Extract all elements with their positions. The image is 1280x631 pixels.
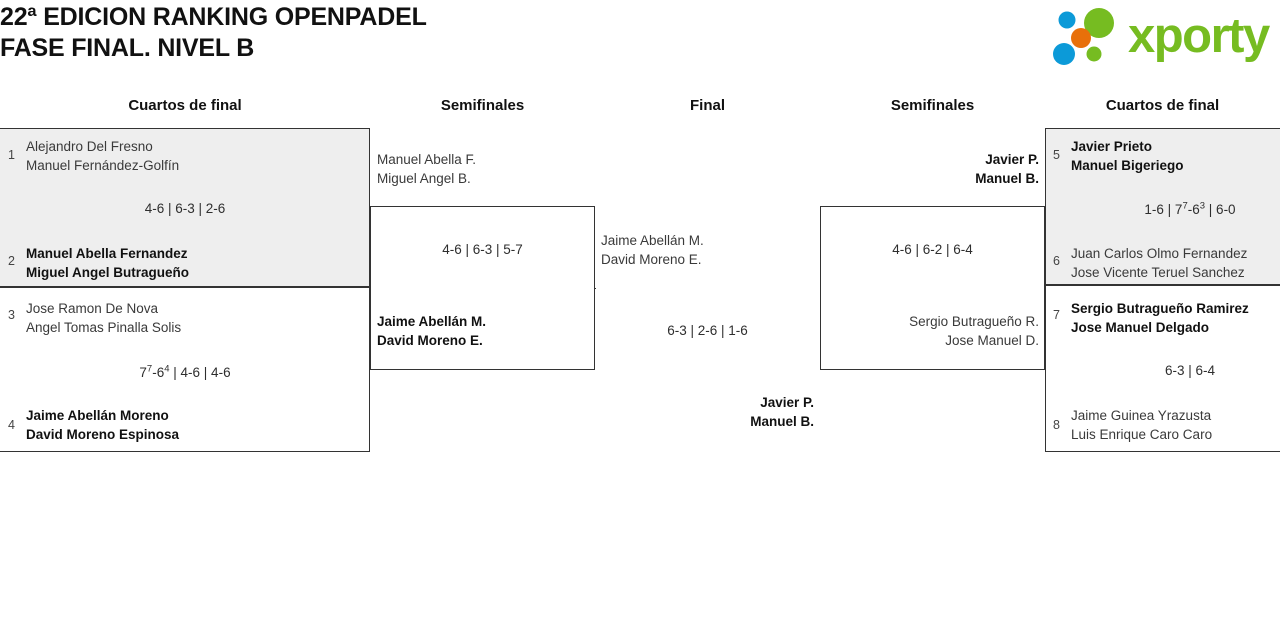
team-final-left[interactable]: Jaime Abellán M. David Moreno E. (601, 231, 704, 269)
team-line-2: Jose Vicente Teruel Sanchez (1071, 265, 1245, 280)
team-line-1: Sergio Butragueño R. (909, 314, 1039, 329)
score-qf3: 1-6 | 77-63 | 6-0 (1045, 201, 1280, 219)
team-qf2-top[interactable]: Jose Ramon De Nova Angel Tomas Pinalla S… (26, 299, 181, 337)
seed-qf2-top: 3 (8, 308, 15, 322)
team-qf3-top[interactable]: Javier Prieto Manuel Bigeriego (1071, 137, 1184, 175)
match-box-qf4[interactable] (1045, 285, 1280, 452)
score-qf1: 4-6 | 6-3 | 2-6 (144, 201, 226, 216)
score-tiebreak-2: 4 (164, 363, 170, 375)
team-sf-right-bottom[interactable]: Sergio Butragueño R. Jose Manuel D. (820, 312, 1039, 350)
logo-wordmark: xporty (1128, 9, 1270, 63)
team-final-right[interactable]: Javier P. Manuel B. (595, 393, 814, 431)
round-title-sf-right: Semifinales (890, 97, 975, 114)
team-line-2: Manuel Bigeriego (1071, 158, 1184, 173)
team-sf-left-bottom[interactable]: Jaime Abellán M. David Moreno E. (377, 312, 486, 350)
seed-qf4-bottom: 8 (1053, 418, 1060, 432)
round-title-qf-right: Cuartos de final (1105, 97, 1220, 114)
team-line-2: Jose Manuel D. (945, 333, 1039, 348)
team-line-2: Miguel Angel B. (377, 171, 471, 186)
team-qf4-top[interactable]: Sergio Butragueño Ramirez Jose Manuel De… (1071, 299, 1249, 337)
score-part-post: | 6-0 (1205, 202, 1236, 217)
seed-qf3-bottom: 6 (1053, 254, 1060, 268)
team-line-2: Manuel Fernández-Golfín (26, 158, 180, 173)
score-final: 6-3 | 2-6 | 1-6 (667, 323, 748, 338)
match-box-qf3[interactable] (1045, 128, 1280, 285)
match-box-sf-right[interactable] (820, 206, 1045, 370)
team-line-2: Luis Enrique Caro Caro (1071, 427, 1213, 442)
logo-dots-icon (1053, 8, 1114, 65)
connector-sf-left-to-final (595, 288, 596, 289)
team-line-1: Jaime Abellán M. (601, 233, 704, 248)
team-line-1: Jaime Guinea Yrazusta (1071, 408, 1212, 423)
match-box-qf2[interactable] (0, 287, 370, 452)
team-line-1: Sergio Butragueño Ramirez (1071, 301, 1249, 316)
page-title: 22ª EDICION RANKING OPENPADEL FASE FINAL… (0, 3, 427, 62)
team-line-2: Jose Manuel Delgado (1071, 320, 1210, 335)
team-qf4-bottom[interactable]: Jaime Guinea Yrazusta Luis Enrique Caro … (1071, 406, 1212, 444)
score-part-pre: 1-6 | 7 (1144, 202, 1183, 217)
team-line-2: David Moreno E. (601, 252, 702, 267)
team-qf1-top[interactable]: Alejandro Del Fresno Manuel Fernández-Go… (26, 137, 179, 175)
match-box-sf-left[interactable] (370, 206, 595, 370)
round-title-final: Final (689, 97, 725, 114)
connector-sf-right-to-final (820, 288, 821, 289)
score-sf-right: 4-6 | 6-2 | 6-4 (892, 242, 973, 257)
seed-qf1-bottom: 2 (8, 254, 15, 268)
team-line-2: Miguel Angel Butragueño (26, 265, 189, 280)
score-part-mid: -6 (152, 365, 165, 380)
team-line-2: Angel Tomas Pinalla Solis (26, 320, 182, 335)
team-line-1: Manuel Abella Fernandez (26, 246, 188, 261)
score-qf4: 6-3 | 6-4 (1164, 363, 1216, 378)
score-tiebreak-1: 7 (1182, 200, 1188, 212)
seed-qf3-top: 5 (1053, 148, 1060, 162)
score-qf2: 77-64 | 4-6 | 4-6 (0, 364, 370, 382)
team-line-1: Alejandro Del Fresno (26, 139, 153, 154)
score-part-post: | 4-6 | 4-6 (169, 365, 231, 380)
team-line-2: David Moreno Espinosa (26, 427, 180, 442)
team-line-1: Jose Ramon De Nova (26, 301, 159, 316)
xporty-logo: xporty (1046, 5, 1278, 67)
team-line-1: Javier P. (760, 395, 814, 410)
team-line-1: Jaime Abellán Moreno (26, 408, 169, 423)
team-qf3-bottom[interactable]: Juan Carlos Olmo Fernandez Jose Vicente … (1071, 244, 1247, 282)
round-title-qf-left: Cuartos de final (128, 97, 242, 114)
seed-qf1-top: 1 (8, 148, 15, 162)
team-sf-right-top[interactable]: Javier P. Manuel B. (820, 150, 1039, 188)
connector-qf1-to-sf-left (370, 206, 371, 207)
team-line-2: Manuel B. (750, 414, 814, 429)
team-line-2: Manuel B. (975, 171, 1039, 186)
team-line-2: David Moreno E. (377, 333, 483, 348)
score-tiebreak-1: 7 (146, 363, 153, 375)
team-line-1: Manuel Abella F. (377, 152, 477, 167)
team-sf-left-top[interactable]: Manuel Abella F. Miguel Angel B. (377, 150, 476, 188)
team-line-1: Juan Carlos Olmo Fernandez (1071, 246, 1248, 261)
round-title-sf-left: Semifinales (440, 97, 525, 114)
match-box-qf1[interactable] (0, 128, 370, 287)
score-sf-left: 4-6 | 6-3 | 5-7 (442, 242, 523, 257)
team-line-1: Javier P. (985, 152, 1039, 167)
team-qf2-bottom[interactable]: Jaime Abellán Moreno David Moreno Espino… (26, 406, 179, 444)
score-part-pre: 7 (139, 365, 147, 380)
seed-qf2-bottom: 4 (8, 418, 15, 432)
team-line-1: Jaime Abellán M. (377, 314, 487, 329)
score-tiebreak-2: 3 (1199, 200, 1206, 212)
team-line-1: Javier Prieto (1071, 139, 1153, 154)
score-part-mid: -6 (1187, 202, 1200, 217)
team-qf1-bottom[interactable]: Manuel Abella Fernandez Miguel Angel But… (26, 244, 189, 282)
seed-qf4-top: 7 (1053, 308, 1060, 322)
